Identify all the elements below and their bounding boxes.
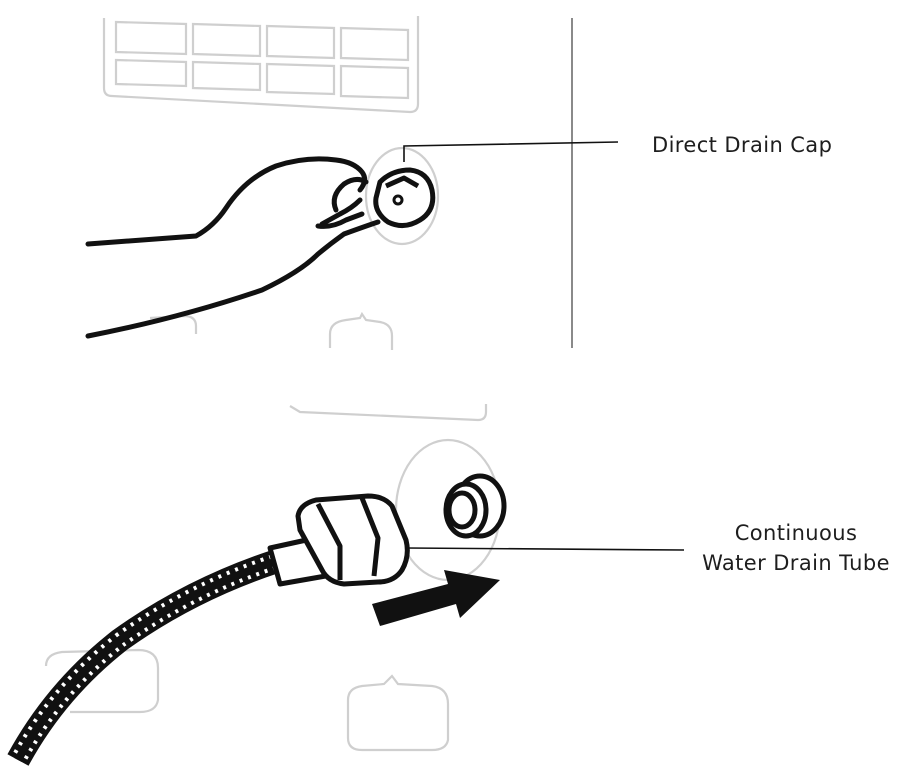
unit-foot-right xyxy=(328,311,394,350)
direct-drain-cap-label: Direct Drain Cap xyxy=(652,133,833,157)
tube-leader-line xyxy=(405,547,685,551)
top-panel xyxy=(85,16,619,350)
hand-illustration xyxy=(85,156,381,339)
drain-port-ring xyxy=(364,146,440,246)
unit-foot-bottom-right xyxy=(346,674,450,752)
drain-port-spout xyxy=(443,473,507,539)
tube-label-line2: Water Drain Tube xyxy=(702,551,890,575)
hose-connector xyxy=(267,493,410,587)
cabinet-bottom-edge xyxy=(289,404,488,422)
corrugated-hose xyxy=(7,550,278,766)
tube-label-line1: Continuous xyxy=(734,521,858,545)
direct-drain-cap xyxy=(373,167,436,228)
air-grille xyxy=(102,16,420,114)
cap-leader-line xyxy=(403,141,619,162)
bottom-panel xyxy=(7,404,685,766)
continuous-drain-tube-label: Continuous Water Drain Tube xyxy=(688,518,904,578)
insert-direction-arrow xyxy=(372,570,500,626)
unit-foot-bottom-left xyxy=(44,648,160,714)
